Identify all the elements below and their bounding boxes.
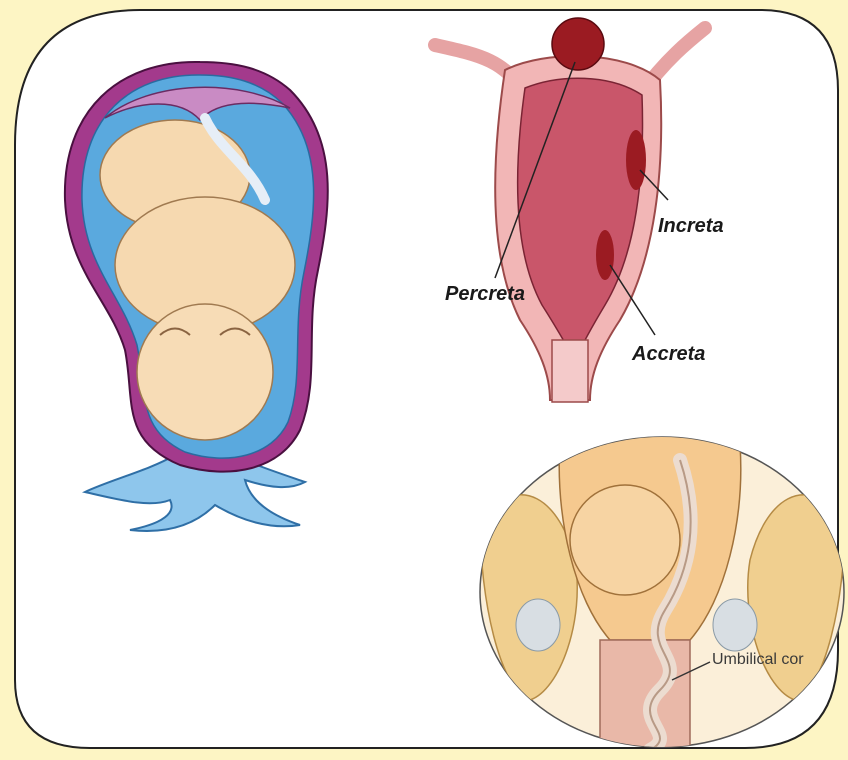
femoral-head-left [516, 599, 560, 651]
percreta-label: Percreta [445, 283, 525, 305]
vaginal-canal [600, 640, 690, 750]
increta-label: Increta [658, 215, 724, 237]
placenta-percreta-mass [552, 18, 604, 70]
cervix [552, 340, 588, 402]
umbilical-cord-label: Umbilical cor [712, 651, 804, 668]
placenta-accreta [596, 230, 614, 280]
placenta-increta [626, 130, 646, 190]
fetal-head [570, 485, 680, 595]
fetus-head [137, 304, 273, 440]
femoral-head-right [713, 599, 757, 651]
accreta-label: Accreta [631, 343, 705, 365]
